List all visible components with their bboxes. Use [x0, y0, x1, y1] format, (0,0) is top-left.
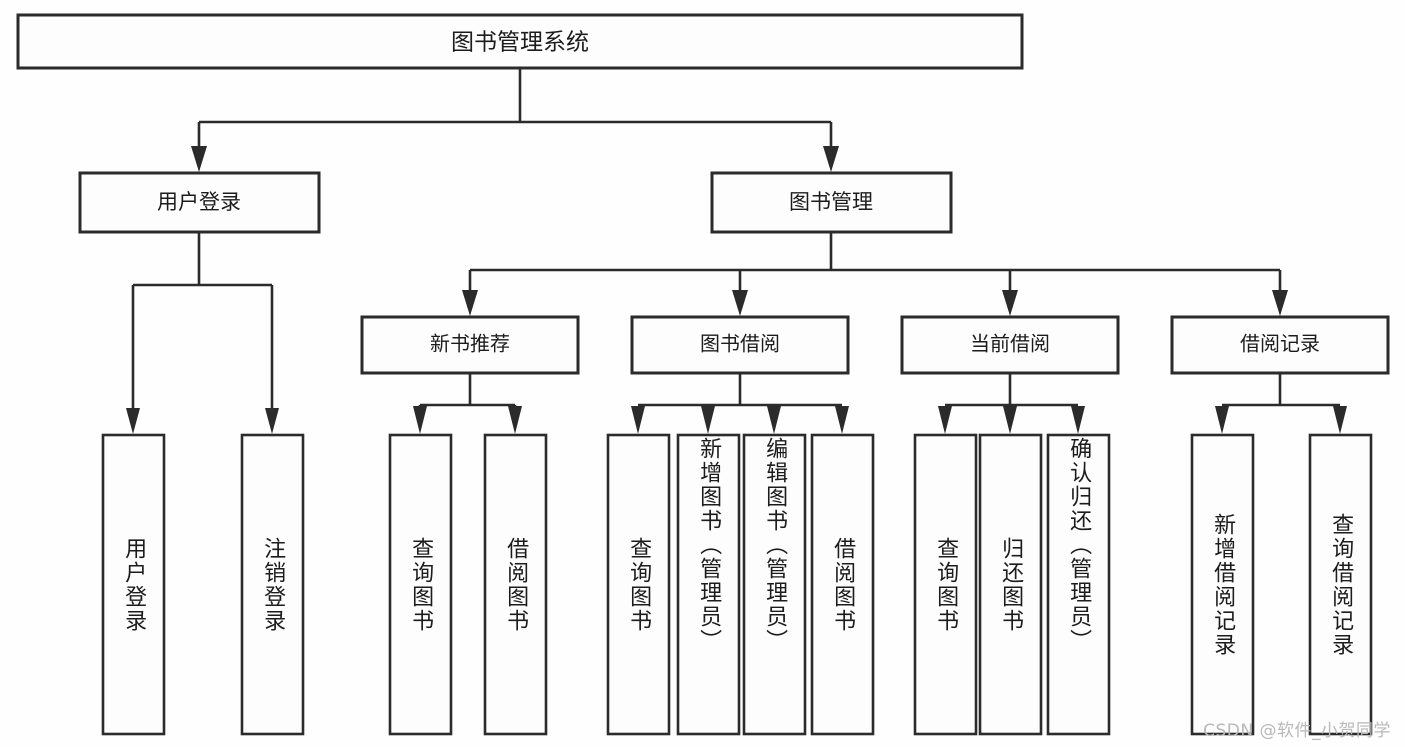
connector-group-root — [191, 68, 839, 172]
node-book-management-label: 图书管理 — [789, 190, 873, 214]
connector-group-current-borrow — [938, 373, 1085, 434]
node-user-login[interactable]: 用户登录 — [78, 171, 321, 234]
connector-group-new-book-recommend — [413, 373, 522, 434]
arrow-head-leaf-query-book-2 — [631, 406, 645, 434]
leaf-box-confirm-return[interactable] — [1046, 433, 1111, 736]
leaf-box-query-book-3[interactable] — [913, 433, 978, 736]
node-borrow-record-box[interactable] — [1170, 315, 1390, 375]
arrow-head-new-book-recommend — [462, 290, 478, 316]
connector-group-borrow-record — [1215, 373, 1347, 434]
node-new-book-recommend-box[interactable] — [360, 315, 580, 375]
node-borrow-record[interactable]: 借阅记录 — [1170, 315, 1390, 375]
node-borrow-record-label: 借阅记录 — [1240, 332, 1320, 356]
leaf-box-query-book-2[interactable] — [606, 433, 671, 736]
arrow-head-leaf-add-book — [701, 406, 715, 434]
leaf-box-borrow-book-1[interactable] — [483, 433, 548, 736]
leaf-box-logout-login[interactable] — [240, 433, 305, 736]
arrow-head-leaf-add-record — [1215, 406, 1229, 434]
leaf-box-query-book-1[interactable] — [388, 433, 453, 736]
arrow-head-leaf-confirm-return — [1071, 406, 1085, 434]
connector-group-user-login — [126, 232, 279, 434]
arrow-head-user-login — [191, 146, 207, 172]
connector-group-book-borrow — [631, 373, 849, 434]
node-root-label: 图书管理系统 — [451, 30, 589, 56]
leaf-box-edit-book[interactable] — [742, 433, 807, 736]
leaf-box-borrow-book-2[interactable] — [810, 433, 875, 736]
arrow-head-book-management — [823, 146, 839, 172]
node-new-book-recommend[interactable]: 新书推荐 — [360, 315, 580, 375]
leaf-box-query-record[interactable] — [1308, 433, 1373, 736]
node-book-borrow-box[interactable] — [630, 315, 850, 375]
arrow-head-borrow-record — [1272, 290, 1288, 316]
node-book-management-box[interactable] — [710, 171, 953, 234]
leaf-box-add-book[interactable] — [676, 433, 741, 736]
node-root-box[interactable] — [16, 13, 1024, 70]
node-current-borrow[interactable]: 当前借阅 — [900, 315, 1120, 375]
node-new-book-recommend-label: 新书推荐 — [430, 332, 510, 356]
arrow-head-leaf-query-book-1 — [413, 406, 427, 434]
arrow-head-leaf-query-book-3 — [938, 406, 952, 434]
arrow-head-leaf-borrow-book-2 — [835, 406, 849, 434]
node-book-borrow-label: 图书借阅 — [700, 332, 780, 356]
node-book-borrow[interactable]: 图书借阅 — [630, 315, 850, 375]
arrow-head-leaf-return-book — [1003, 406, 1017, 434]
arrow-head-leaf-query-record — [1333, 406, 1347, 434]
node-root[interactable]: 图书管理系统 — [16, 13, 1024, 70]
node-user-login-label: 用户登录 — [157, 190, 241, 214]
leaf-box-return-book[interactable] — [978, 433, 1043, 736]
connector-group-book-management — [462, 232, 1288, 316]
leaf-box-user-login[interactable] — [101, 433, 166, 736]
node-book-management[interactable]: 图书管理 — [710, 171, 953, 234]
node-current-borrow-box[interactable] — [900, 315, 1120, 375]
arrow-head-leaf-logout-login — [265, 408, 279, 434]
csdn-watermark: CSDN @软件_小贺同学 — [1203, 721, 1391, 741]
arrow-head-leaf-edit-book — [767, 406, 781, 434]
arrow-head-leaf-borrow-book-1 — [508, 406, 522, 434]
node-current-borrow-label: 当前借阅 — [970, 332, 1050, 356]
arrow-head-leaf-user-login — [126, 408, 140, 434]
leaf-box-add-record[interactable] — [1190, 433, 1255, 736]
leaf-boxes — [101, 433, 1373, 736]
node-user-login-box[interactable] — [78, 171, 321, 234]
arrow-head-book-borrow — [732, 290, 748, 316]
arrow-head-current-borrow — [1002, 290, 1018, 316]
